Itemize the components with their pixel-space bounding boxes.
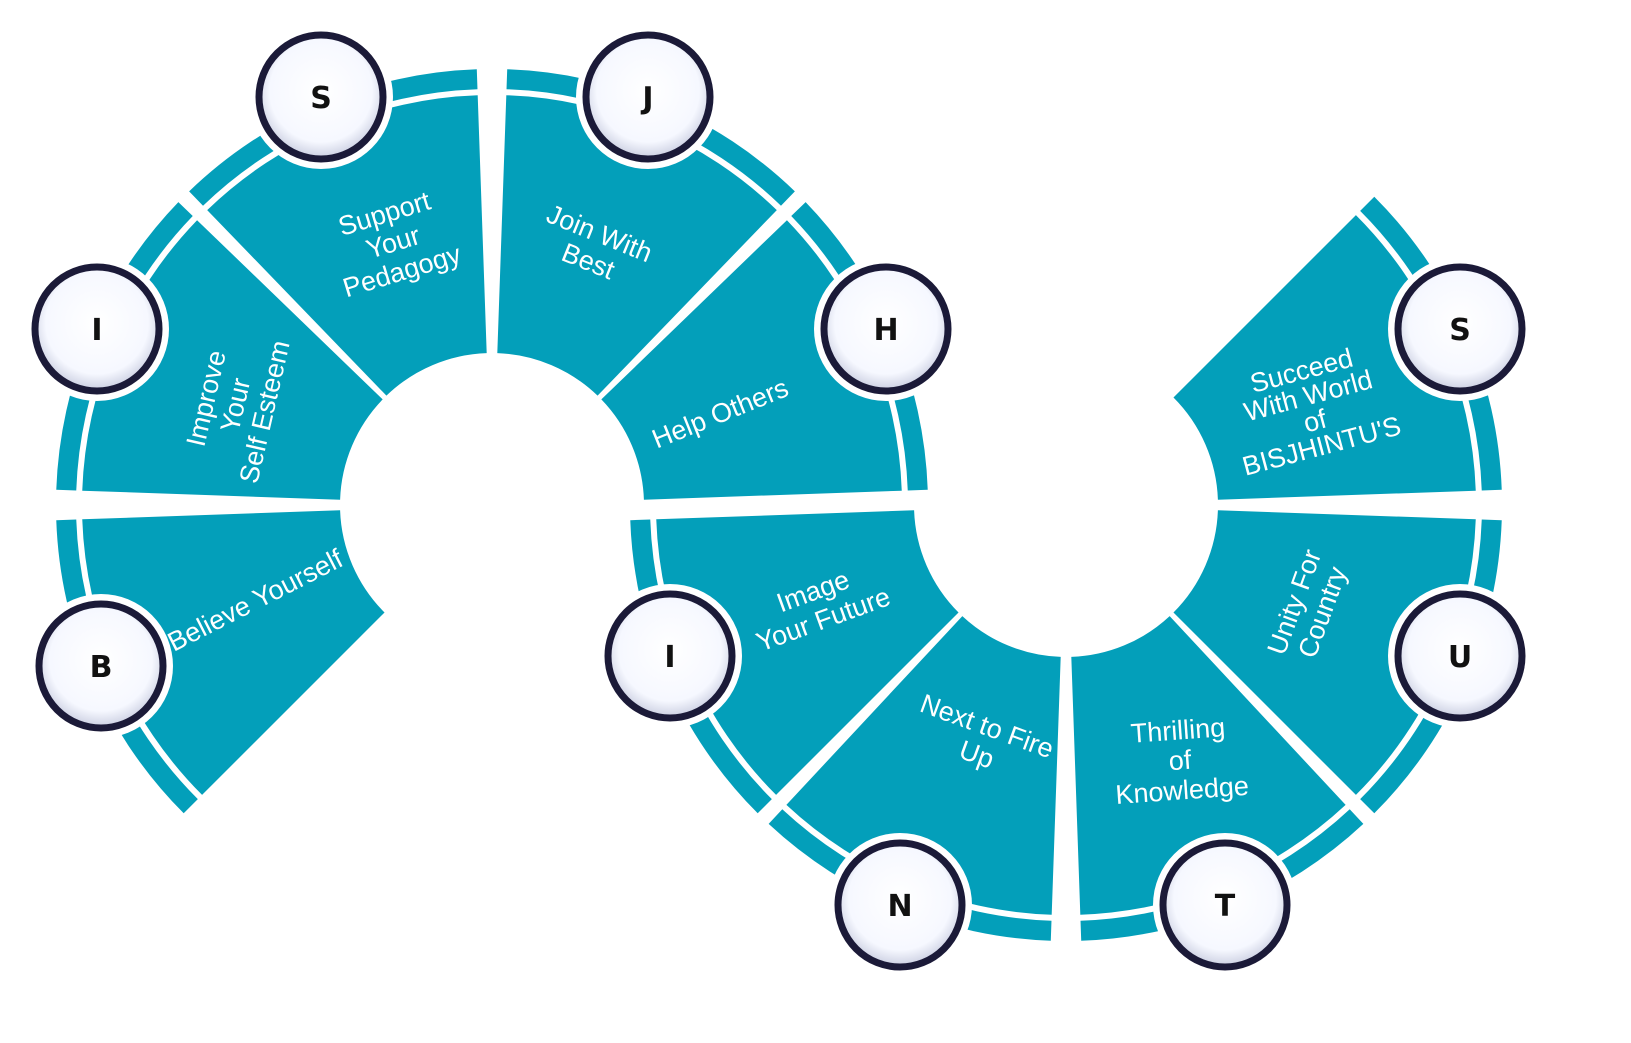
segment-t	[1071, 616, 1346, 915]
segment-b	[82, 510, 385, 795]
segment-band-s1	[189, 69, 478, 206]
letter-badge-s1: S	[249, 25, 393, 169]
segment-label-line: of	[1168, 745, 1193, 777]
badge-letter: I	[664, 640, 675, 675]
badge-circle	[582, 31, 714, 163]
badge-letter: H	[873, 313, 898, 348]
segment-band-n	[768, 809, 1052, 941]
letter-badge-b: B	[29, 594, 173, 738]
badge-letter: U	[1448, 640, 1472, 675]
letter-badge-i1: I	[25, 257, 169, 401]
badge-circle	[1394, 263, 1526, 395]
badge-circle	[255, 31, 387, 163]
segment-u	[1173, 510, 1476, 795]
badge-letter: S	[310, 81, 332, 116]
segment-label-line: Thrilling	[1130, 712, 1226, 749]
segment-band-t	[1080, 809, 1364, 941]
letter-badge-s2: S	[1388, 257, 1532, 401]
letter-badge-i2: I	[598, 584, 742, 728]
badge-letter: N	[887, 889, 912, 924]
badge-circle	[1159, 839, 1291, 971]
badge-circle	[1394, 590, 1526, 722]
segment-band-i2	[630, 519, 772, 814]
badge-letter: T	[1215, 889, 1236, 924]
segment-band-b	[56, 519, 198, 814]
badge-circle	[820, 263, 952, 395]
badge-circle	[834, 839, 966, 971]
segment-s1	[207, 95, 487, 396]
letter-badge-n: N	[828, 833, 972, 977]
letter-badge-h: H	[814, 257, 958, 401]
segments-layer	[56, 69, 1502, 941]
badge-circle	[31, 263, 163, 395]
segment-i2	[656, 510, 959, 795]
badge-letter: I	[91, 313, 102, 348]
letter-badge-u: U	[1388, 584, 1532, 728]
badge-circle	[604, 590, 736, 722]
segment-band-h	[791, 202, 928, 491]
segment-s2	[1173, 215, 1476, 500]
badge-letter: J	[640, 81, 653, 116]
segment-band-j	[506, 69, 795, 206]
badges-layer: B I S J H I N T U S	[25, 25, 1532, 977]
badge-circle	[35, 600, 167, 732]
letter-badge-t: T	[1153, 833, 1297, 977]
segment-band-i1	[56, 202, 193, 491]
segment-band-s2	[1360, 196, 1502, 491]
segment-j	[497, 95, 777, 396]
letter-badge-j: J	[576, 25, 720, 169]
badge-letter: S	[1449, 313, 1471, 348]
badge-letter: B	[90, 650, 113, 685]
segment-n	[786, 616, 1061, 915]
segment-band-u	[1360, 519, 1502, 814]
